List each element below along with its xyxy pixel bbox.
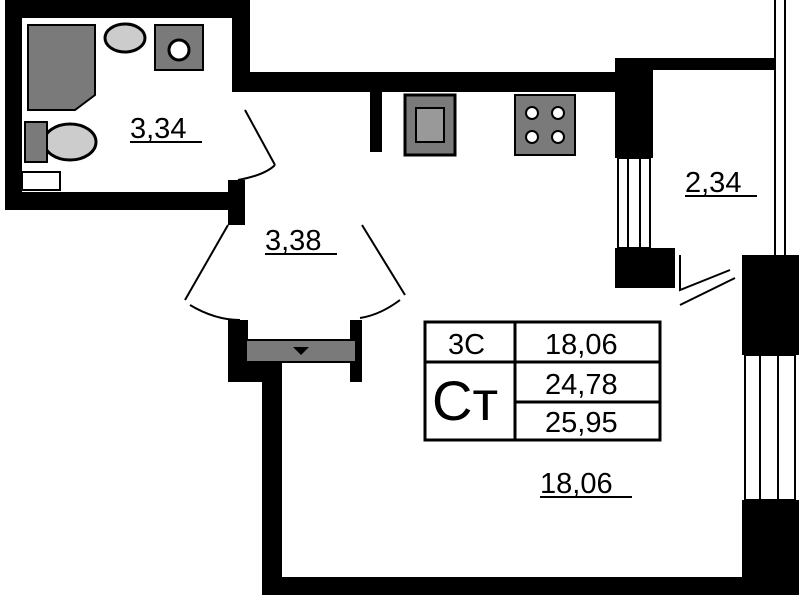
room-code: 3С xyxy=(448,329,485,361)
sink-icon xyxy=(103,22,147,54)
walls xyxy=(5,0,799,595)
bathroom-area-label: 3,34 xyxy=(130,113,186,145)
hall-area-label: 3,38 xyxy=(265,225,321,257)
summary-table: 3С Ст 18,06 24,78 25,95 xyxy=(423,320,662,442)
windows xyxy=(617,0,796,501)
shower-tray xyxy=(27,24,96,111)
total-with-balcony-value: 25,95 xyxy=(545,407,618,439)
toilet-icon xyxy=(42,122,98,162)
fixtures xyxy=(21,22,576,363)
stove-icon xyxy=(514,94,576,156)
apartment-type: Ст xyxy=(432,369,498,432)
living-area-value: 18,06 xyxy=(545,329,618,361)
total-area-value: 24,78 xyxy=(545,369,618,401)
doors xyxy=(184,109,736,321)
living-area-label: 18,06 xyxy=(540,468,613,500)
balcony-area-label: 2,34 xyxy=(685,167,741,199)
